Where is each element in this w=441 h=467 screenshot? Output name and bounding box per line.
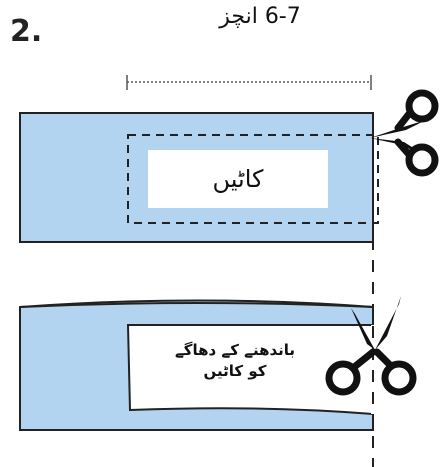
dashed-cut-outline xyxy=(127,134,379,224)
scissors-icon xyxy=(370,89,439,177)
cut-window-top xyxy=(148,150,328,208)
cut-label-top: کاٹیں xyxy=(212,165,264,193)
cut-window-bottom xyxy=(126,324,374,416)
cut-label-bottom-line1: باندھنے کے دھاگے xyxy=(174,341,296,359)
cut-label-bottom-line2: کو کاٹیں xyxy=(203,362,267,380)
cut-label-bottom: باندھنے کے دھاگے کو کاٹیں xyxy=(140,340,330,382)
scissors-icon xyxy=(325,296,417,396)
step-number: 2. xyxy=(10,14,43,49)
measurement-line xyxy=(126,75,372,90)
dimension-label: 6-7 انچز xyxy=(219,4,301,29)
fabric-panel-bottom-top-edge xyxy=(19,302,374,308)
